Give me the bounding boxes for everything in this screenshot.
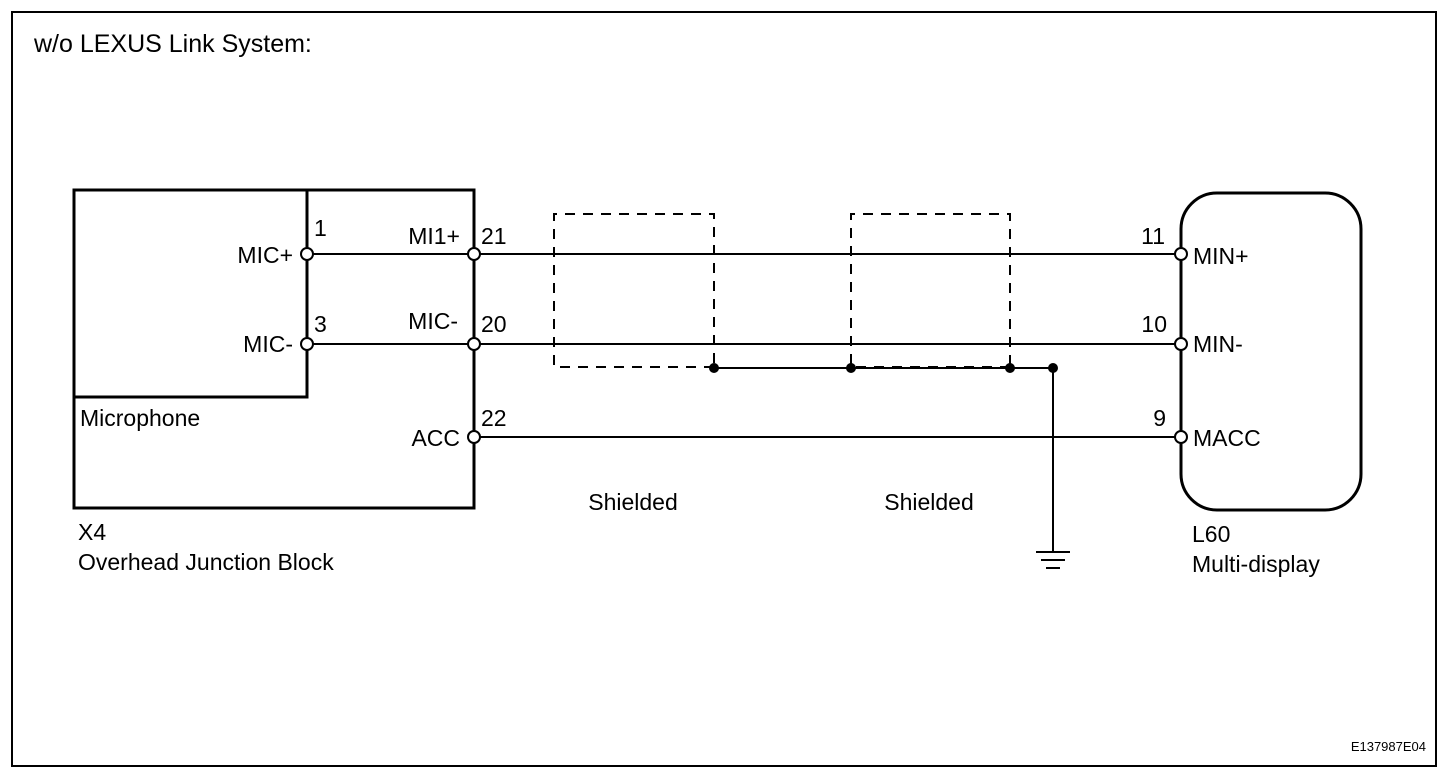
pin-3: 3 [314,311,327,337]
signal-mic-plus: MIC+ [237,242,293,268]
splice-dot [709,363,719,373]
connector-id-x4: X4 [78,519,106,545]
ground-icon [1036,551,1070,569]
junction-block-name: Overhead Junction Block [78,549,334,575]
signal-min-plus: MIN+ [1193,243,1249,269]
terminal-10 [1174,337,1188,351]
pin-22: 22 [481,405,507,431]
signal-mic-minus: MIC- [243,331,293,357]
splice-dot [846,363,856,373]
terminal-9 [1174,430,1188,444]
shield-box-1 [553,213,715,368]
splice-dot [1005,363,1015,373]
signal-min-minus: MIN- [1193,331,1243,357]
microphone-box [72,188,309,399]
signal-mi1-plus: MI1+ [408,223,460,249]
pin-10: 10 [1141,311,1167,337]
terminal-1 [300,247,314,261]
splice-dot [1048,363,1058,373]
pin-11: 11 [1141,223,1165,249]
terminal-21 [467,247,481,261]
diagram-title: w/o LEXUS Link System: [33,30,312,58]
shield-box-2 [850,213,1011,368]
pin-21: 21 [481,223,507,249]
signal-mic-minus-outer: MIC- [408,308,458,334]
terminal-20 [467,337,481,351]
terminal-11 [1174,247,1188,261]
multi-display-name: Multi-display [1192,551,1320,577]
shield-label-1: Shielded [588,489,678,515]
pin-1: 1 [314,215,327,241]
pin-9: 9 [1153,405,1166,431]
microphone-label: Microphone [80,405,200,431]
pin-20: 20 [481,311,507,337]
multi-display-box [1179,191,1363,512]
diagram-frame [11,11,1437,767]
terminal-22 [467,430,481,444]
signal-acc: ACC [411,425,460,451]
signal-macc: MACC [1193,425,1261,451]
figure-code: E137987E04 [1351,739,1426,754]
connector-id-l60: L60 [1192,521,1230,547]
terminal-3 [300,337,314,351]
shield-label-2: Shielded [884,489,974,515]
